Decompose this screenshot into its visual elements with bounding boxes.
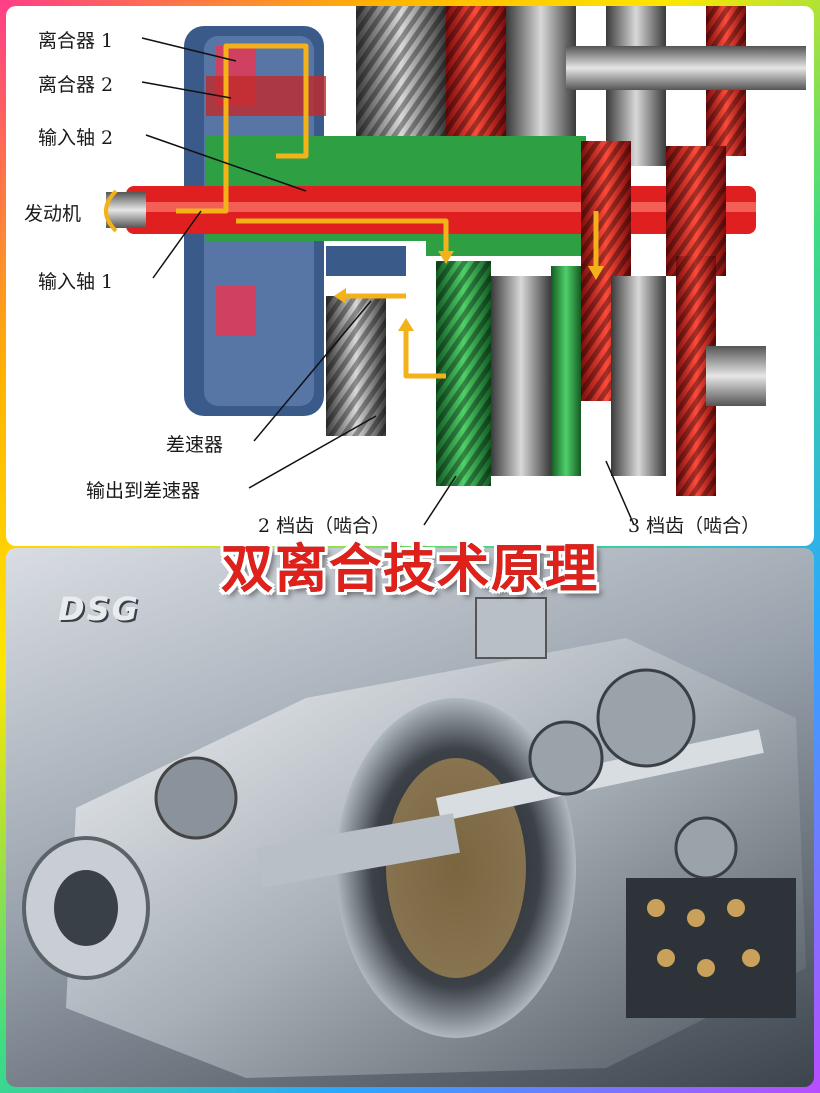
label-clutch1: 离合器 1 (38, 30, 114, 52)
dual-clutch-pack (386, 758, 526, 978)
main-shaft (436, 729, 764, 822)
leader-lines (141, 37, 635, 526)
differential-crown (154, 756, 238, 840)
synchro-lower-2 (611, 276, 666, 476)
power-flow-arrows (176, 43, 599, 379)
label-gear3-engaged: 3 档齿（啮合） (628, 515, 761, 537)
dsg-logo: DSG (58, 590, 140, 628)
gearbox-cross-section-diagram (104, 6, 806, 526)
drive-shaft (256, 813, 460, 888)
synchro-lower-1 (491, 276, 551, 476)
mechatronics-unit (626, 878, 796, 1018)
page-title: 双离合技术原理 (220, 540, 599, 600)
label-differential: 差速器 (166, 434, 224, 456)
lower-shaft-end (706, 346, 766, 406)
upper-shaft (566, 46, 806, 90)
dsg-photo-panel (6, 548, 814, 1087)
diagram-panel: 离合器 1 离合器 2 输入轴 2 发动机 输入轴 1 差速器 输出到差速器 2… (6, 6, 814, 546)
engine-rotation-arrow (104, 189, 118, 233)
gear-pack-1 (596, 668, 696, 768)
top-connector (475, 597, 547, 659)
label-clutch2: 离合器 2 (38, 74, 114, 96)
label-input-shaft1: 输入轴 1 (38, 271, 114, 293)
gear-pack-2 (528, 720, 604, 796)
label-engine: 发动机 (24, 203, 82, 225)
dsg-transmission-illustration (22, 597, 806, 1078)
label-gear2-engaged: 2 档齿（啮合） (258, 515, 391, 537)
label-output-to-differential: 输出到差速器 (86, 480, 201, 502)
output-gear (326, 246, 406, 276)
label-input-shaft2: 输入轴 2 (38, 127, 114, 149)
arrow-heads (334, 251, 604, 331)
